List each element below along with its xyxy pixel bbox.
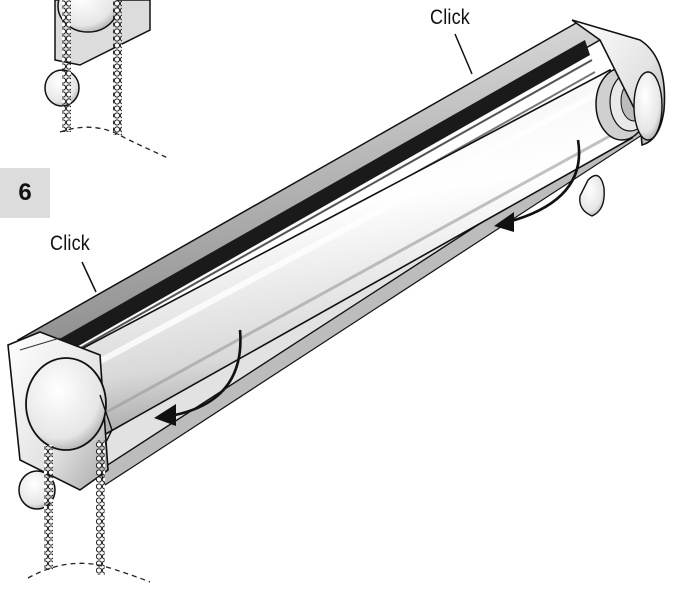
step-number-badge: 6 bbox=[0, 168, 50, 218]
callout-click-top-right: Click bbox=[430, 6, 470, 29]
headrail-assembly bbox=[7, 19, 666, 583]
previous-step-fragment bbox=[44, 0, 169, 159]
callout-leader-left bbox=[81, 261, 97, 293]
rotation-arrow-right bbox=[494, 139, 581, 232]
rotation-arrow-left bbox=[154, 329, 242, 426]
callout-leader-top-right bbox=[454, 33, 473, 75]
callout-click-left: Click bbox=[50, 232, 90, 255]
